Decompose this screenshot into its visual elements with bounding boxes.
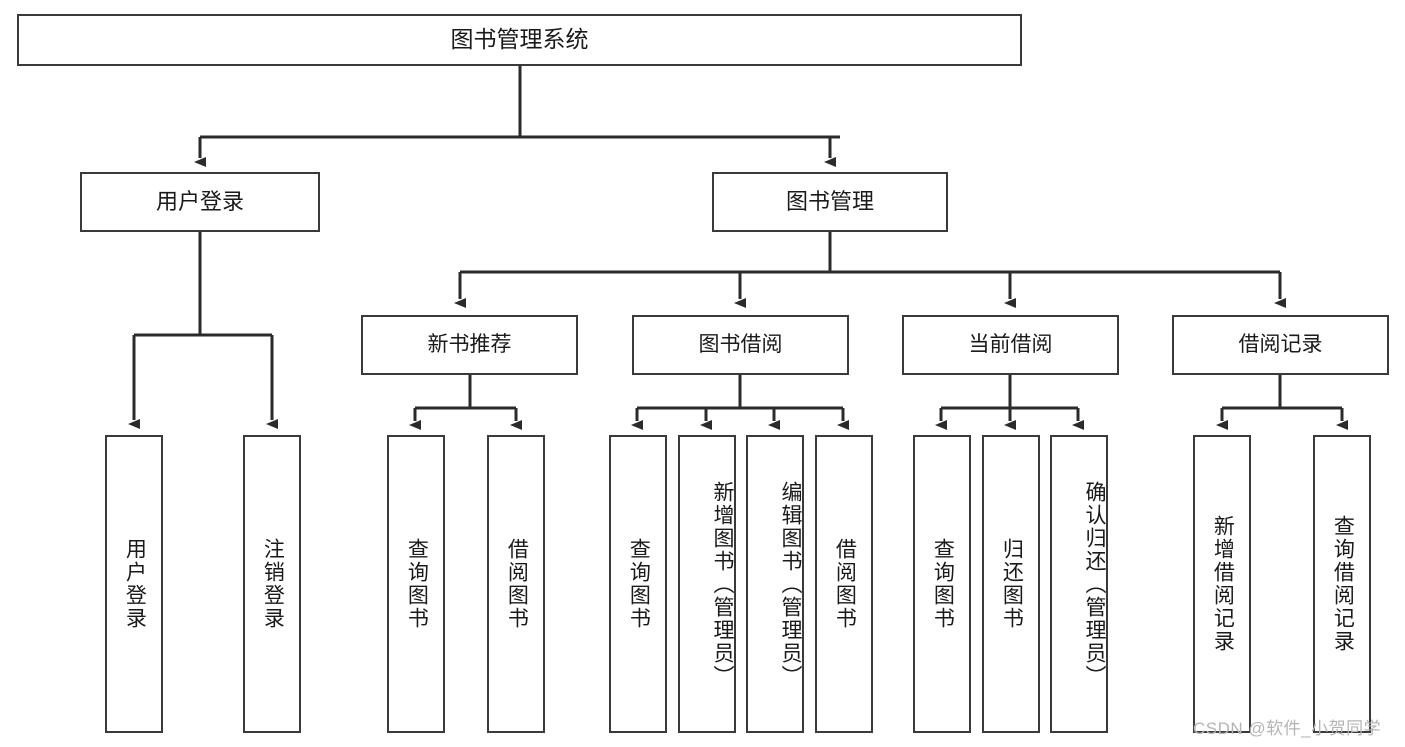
node-current-borrow-label: 当前借阅 — [968, 332, 1053, 356]
node-book-management[interactable]: 图书管理 — [712, 172, 948, 232]
leaf-record-query-record-label: 查询借阅记录 — [1331, 515, 1355, 653]
node-new-book-recommend-label: 新书推荐 — [427, 332, 512, 356]
node-root-label: 图书管理系统 — [450, 26, 589, 53]
leaf-borrow-edit-book-label: 编辑图书（管理员） — [779, 480, 802, 688]
node-new-book-recommend[interactable]: 新书推荐 — [361, 315, 578, 375]
leaf-recommend-query-book[interactable]: 查询图书 — [387, 435, 445, 733]
leaf-borrow-borrow-book[interactable]: 借阅图书 — [815, 435, 873, 733]
leaf-user-logout[interactable]: 注销登录 — [243, 435, 301, 733]
leaf-borrow-borrow-book-label: 借阅图书 — [833, 538, 857, 630]
leaf-recommend-query-book-label: 查询图书 — [405, 538, 429, 630]
leaf-user-login[interactable]: 用户登录 — [105, 435, 163, 733]
node-book-borrow[interactable]: 图书借阅 — [632, 315, 849, 375]
leaf-user-login-label: 用户登录 — [123, 538, 147, 630]
leaf-borrow-query-book-label: 查询图书 — [627, 538, 651, 630]
node-current-borrow[interactable]: 当前借阅 — [902, 315, 1119, 375]
leaf-recommend-borrow-book[interactable]: 借阅图书 — [487, 435, 545, 733]
leaf-record-add-record-label: 新增借阅记录 — [1211, 515, 1235, 653]
leaf-user-logout-label: 注销登录 — [261, 538, 285, 630]
node-user-login[interactable]: 用户登录 — [80, 172, 320, 232]
leaf-current-query-book-label: 查询图书 — [931, 538, 955, 630]
leaf-record-add-record[interactable]: 新增借阅记录 — [1193, 435, 1251, 733]
leaf-current-confirm-return-label: 确认归还（管理员） — [1083, 480, 1106, 688]
node-book-borrow-label: 图书借阅 — [698, 332, 783, 356]
leaf-borrow-edit-book[interactable]: 编辑图书（管理员） — [746, 435, 804, 733]
node-borrow-record[interactable]: 借阅记录 — [1172, 315, 1389, 375]
leaf-borrow-query-book[interactable]: 查询图书 — [609, 435, 667, 733]
leaf-current-query-book[interactable]: 查询图书 — [913, 435, 971, 733]
leaf-borrow-add-book[interactable]: 新增图书（管理员） — [678, 435, 736, 733]
watermark: CSDN @软件_小贺同学 — [1193, 719, 1382, 738]
leaf-borrow-add-book-label: 新增图书（管理员） — [711, 480, 734, 688]
leaf-current-confirm-return[interactable]: 确认归还（管理员） — [1050, 435, 1108, 733]
leaf-current-return-book-label: 归还图书 — [1000, 538, 1024, 630]
leaf-record-query-record[interactable]: 查询借阅记录 — [1313, 435, 1371, 733]
node-root[interactable]: 图书管理系统 — [17, 14, 1022, 66]
node-borrow-record-label: 借阅记录 — [1238, 332, 1323, 356]
node-book-management-label: 图书管理 — [785, 189, 874, 215]
node-user-login-label: 用户登录 — [155, 189, 244, 215]
leaf-current-return-book[interactable]: 归还图书 — [982, 435, 1040, 733]
leaf-recommend-borrow-book-label: 借阅图书 — [505, 538, 529, 630]
